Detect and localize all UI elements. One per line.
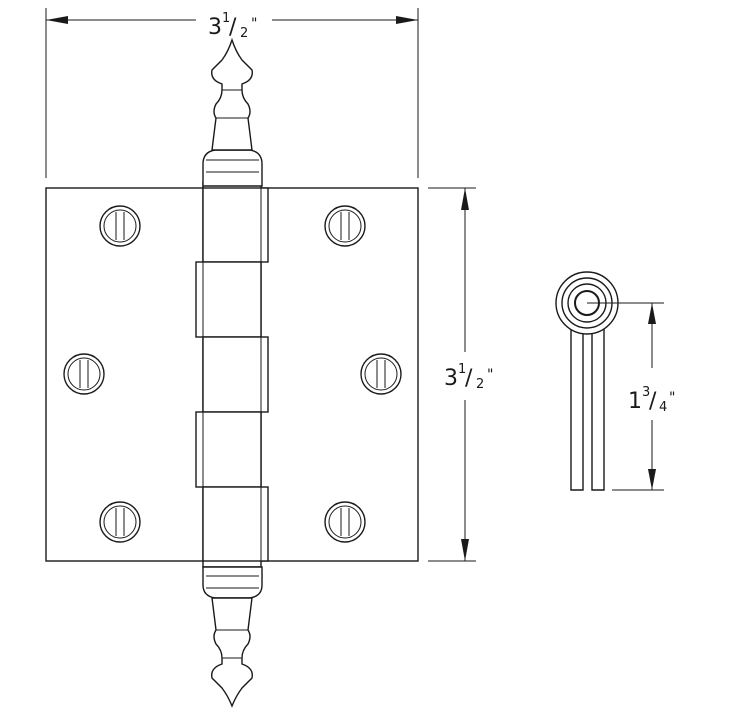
leaf-arrow-top bbox=[648, 303, 656, 324]
top-collar bbox=[202, 149, 263, 187]
height-label-unit: " bbox=[487, 367, 493, 383]
width-arrow-left bbox=[46, 16, 68, 24]
bottom-collar bbox=[202, 566, 263, 599]
screw-hole-bottom-left bbox=[99, 501, 141, 543]
knuckle-segment-4 bbox=[195, 411, 262, 488]
screw-hole-middle-right bbox=[360, 353, 402, 395]
leaf-label-whole: 1 bbox=[628, 389, 642, 414]
leaf-label-numerator: 3 bbox=[642, 385, 650, 400]
width-label-slash: / bbox=[229, 15, 237, 40]
bottom-steeple-finial bbox=[211, 597, 253, 708]
leaf-label-denominator: 4 bbox=[659, 400, 667, 415]
leaf-label-slash: / bbox=[649, 389, 657, 414]
width-label-denominator: 2 bbox=[240, 26, 248, 41]
height-arrow-top bbox=[461, 188, 469, 210]
hinge-side-view bbox=[555, 271, 619, 491]
side-view-leaf-right bbox=[591, 320, 605, 491]
height-label-numerator: 1 bbox=[458, 362, 466, 377]
width-label-unit: " bbox=[251, 16, 257, 32]
width-dimension: 3 1 / 2 " bbox=[45, 8, 419, 178]
knuckle-segment-5 bbox=[202, 486, 269, 562]
leaf-label-unit: " bbox=[669, 390, 675, 406]
knuckle-segment-2 bbox=[195, 261, 262, 338]
screw-hole-top-left bbox=[99, 205, 141, 247]
top-steeple-finial bbox=[211, 37, 253, 151]
knuckle-segment-3 bbox=[202, 336, 269, 413]
leaf-width-dimension: 1 3 / 4 " bbox=[587, 302, 675, 491]
width-arrow-right bbox=[396, 16, 418, 24]
leaf-arrow-bottom bbox=[648, 469, 656, 490]
height-dimension: 3 1 / 2 " bbox=[428, 187, 493, 562]
screw-hole-bottom-right bbox=[324, 501, 366, 543]
knuckle-segment-1 bbox=[202, 187, 269, 263]
screw-hole-middle-left bbox=[63, 353, 105, 395]
height-label-slash: / bbox=[465, 366, 473, 391]
width-label-whole: 3 bbox=[208, 15, 222, 40]
width-label-numerator: 1 bbox=[222, 11, 230, 26]
height-label-whole: 3 bbox=[444, 366, 458, 391]
side-view-leaf-left bbox=[570, 320, 584, 491]
hinge-front-view bbox=[45, 37, 419, 708]
screw-hole-top-right bbox=[324, 205, 366, 247]
height-label-denominator: 2 bbox=[476, 377, 484, 392]
height-arrow-bottom bbox=[461, 539, 469, 561]
